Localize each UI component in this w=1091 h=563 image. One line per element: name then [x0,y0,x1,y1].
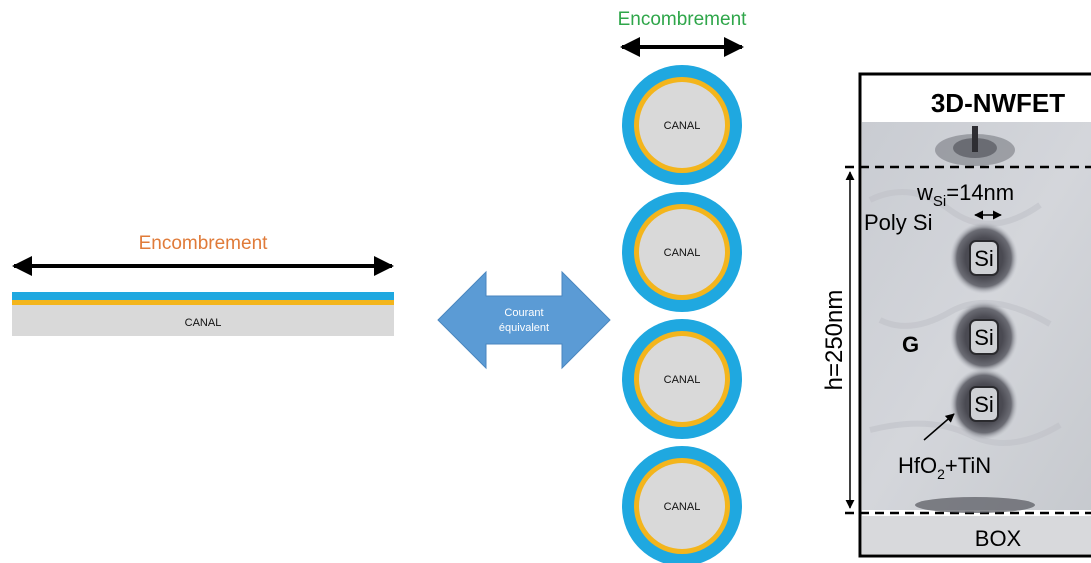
planar-gate-layer [12,292,394,300]
nanowire-stack-group: Encombrement CANAL CANAL CANAL CANAL [618,9,748,563]
micrograph-title: 3D-NWFET [931,88,1065,118]
dielectric-pointer [923,413,955,441]
si-wire-core [969,319,999,355]
box-region [862,516,1091,554]
si-wire-core [969,386,999,422]
nanowire-channel-label: CANAL [664,374,701,386]
double-arrow-label-line1: Courant [504,307,543,319]
poly-si-top-feature [935,126,1015,166]
si-wire-label: Si [974,325,994,350]
tem-micrograph: 3D-NWFET h=250nm wSi=14nm Poly Si SiSiSi… [821,72,1091,558]
si-wire-3: Si [950,368,1018,440]
dielectric-label: HfO2+TiN [898,453,991,482]
planar-channel [12,305,394,336]
si-wire-core [969,240,999,276]
width-label: wSi=14nm [916,180,1014,210]
nanowire-channel-label: CANAL [664,247,701,259]
double-arrow-shape [437,270,611,370]
si-wire-label: Si [974,392,994,417]
bottom-foot [915,497,1035,513]
nanowire-2: CANAL [622,192,742,312]
si-wire-label: Si [974,246,994,271]
planar-footprint-label: Encombrement [139,233,269,254]
poly-si-label: Poly Si [864,210,932,235]
nanowire-channel [639,209,725,295]
nanowire-channel-label: CANAL [664,120,701,132]
equivalent-current-arrow: Courant équivalent [437,270,611,370]
height-label: h=250nm [821,290,848,391]
double-arrow-label-line2: équivalent [499,322,549,334]
planar-channel-label: CANAL [185,317,222,329]
si-wire-1: Si [950,222,1018,294]
planar-dielectric-layer [12,300,394,305]
nanowire-channel [639,82,725,168]
nanowire-list: CANAL CANAL CANAL CANAL [622,65,742,563]
nanowire-footprint-label: Encombrement [618,9,748,30]
nanowire-3: CANAL [622,319,742,439]
nanowire-channel [639,336,725,422]
box-label: BOX [975,526,1022,551]
gate-label: G [902,332,919,357]
nanowire-4: CANAL [622,446,742,563]
nanowire-channel [639,463,725,549]
planar-channel-group: Encombrement CANAL [12,233,394,336]
si-wire-2: Si [950,301,1018,373]
nanowire-channel-label: CANAL [664,501,701,513]
nanowire-1: CANAL [622,65,742,185]
